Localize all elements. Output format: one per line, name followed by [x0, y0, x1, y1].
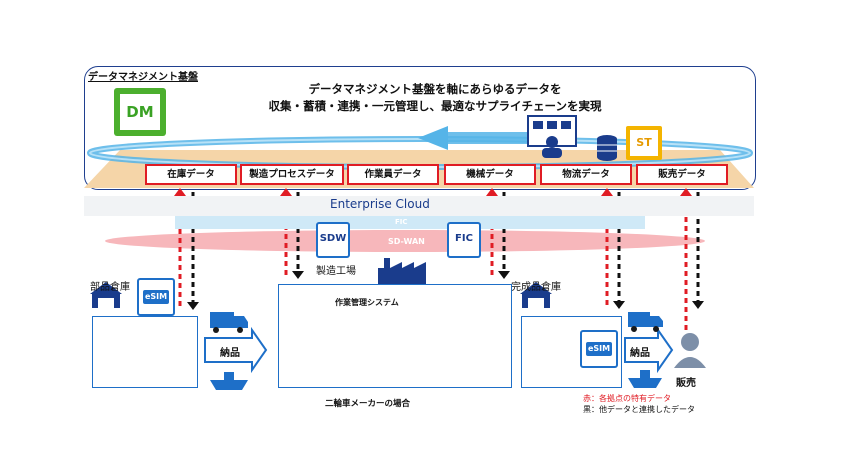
fic-device: FIC: [447, 222, 481, 258]
dm-logo: DM: [114, 88, 166, 136]
ship-icon: [210, 372, 248, 390]
esim-label: eSIM: [586, 342, 612, 356]
tag-manufacturing-process-data: 製造プロセスデータ: [240, 164, 344, 185]
delivery-arrow-left: [204, 326, 268, 374]
headline-line-2: 収集・蓄積・連携・一元管理し、最適なサプライチェーンを実現: [268, 99, 602, 113]
truck-icon: [628, 312, 663, 332]
tag-sales-data: 販売データ: [636, 164, 728, 185]
esim-label: eSIM: [143, 290, 169, 304]
enterprise-cloud-label: Enterprise Cloud: [330, 197, 430, 211]
platform-title: データマネジメント基盤: [88, 72, 198, 83]
work-management-system-label: 作業管理システム: [335, 298, 399, 307]
parts-warehouse-box: [92, 316, 198, 388]
sales-label: 販売: [676, 378, 696, 389]
factory-label: 製造工場: [316, 266, 356, 277]
sd-wan-band: [105, 230, 705, 252]
operator-monitor-icon: [527, 115, 577, 158]
st-logo-text: ST: [630, 130, 658, 156]
legend-red: 赤：各拠点の特有データ: [583, 394, 671, 403]
tag-worker-data: 作業員データ: [347, 164, 439, 185]
st-logo: ST: [626, 126, 662, 160]
esim-card: eSIM: [137, 278, 175, 316]
truck-icon: [210, 312, 248, 333]
tag-machine-data: 機械データ: [444, 164, 536, 185]
ring-arrow-icon: [418, 126, 448, 150]
customer-icon: [674, 333, 706, 368]
dm-logo-text: DM: [120, 94, 160, 130]
esim-card: eSIM: [580, 330, 618, 368]
headline-line-1: データマネジメント基盤を軸にあらゆるデータを: [308, 82, 562, 96]
finished-warehouse-icon: [520, 282, 552, 308]
legend-black: 黒：他データと連携したデータ: [583, 405, 695, 414]
delivery-label: 納品: [630, 348, 650, 359]
enterprise-cloud-bar: [84, 196, 754, 216]
parts-warehouse-icon: [90, 282, 122, 308]
database-icon: [597, 135, 617, 161]
delivery-label: 納品: [220, 348, 240, 359]
fic-band: [175, 216, 645, 229]
sd-wan-label: SD-WAN: [388, 237, 425, 246]
ship-icon: [628, 370, 662, 388]
sdw-device: SDW: [316, 222, 350, 258]
finished-warehouse-label: 完成品倉庫: [511, 282, 561, 293]
platform-headline: データマネジメント基盤を軸にあらゆるデータを 収集・蓄積・連携・一元管理し、最適…: [200, 81, 670, 115]
factory-building-icon: [378, 258, 426, 284]
delivery-arrow-right: [624, 326, 674, 374]
fic-label: FIC: [395, 218, 408, 226]
parts-warehouse-label: 部品倉庫: [90, 282, 130, 293]
tag-inventory-data: 在庫データ: [145, 164, 237, 185]
arrow-heads: [174, 188, 704, 310]
caption: 二輪車メーカーの場合: [325, 399, 411, 409]
factory-box: [278, 284, 512, 388]
tag-logistics-data: 物流データ: [540, 164, 632, 185]
